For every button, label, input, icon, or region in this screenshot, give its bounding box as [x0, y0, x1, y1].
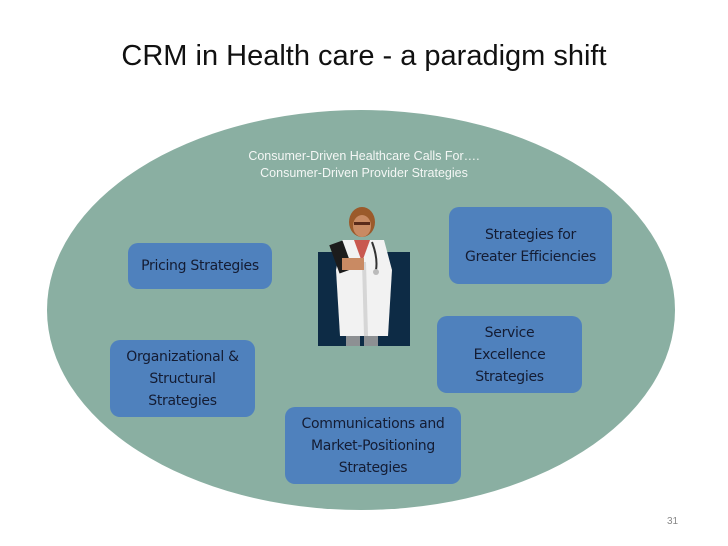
organizational-structural-box: Organizational & Structural Strategies — [110, 340, 255, 417]
communications-positioning-box: Communications and Market-Positioning St… — [285, 407, 461, 484]
page-number: 31 — [667, 516, 679, 527]
greater-efficiencies-box: Strategies for Greater Efficiencies — [449, 207, 612, 284]
service-excellence-box: Service Excellence Strategies — [437, 316, 582, 393]
subtitle-line-2: Consumer-Driven Provider Strategies — [260, 166, 468, 180]
pricing-strategies-box: Pricing Strategies — [128, 243, 272, 289]
doctor-icon — [318, 200, 410, 346]
subtitle-line-1: Consumer-Driven Healthcare Calls For…. — [248, 149, 480, 163]
diagram-subtitle: Consumer-Driven Healthcare Calls For…. C… — [200, 148, 528, 182]
slide-title: CRM in Health care - a paradigm shift — [121, 40, 607, 72]
